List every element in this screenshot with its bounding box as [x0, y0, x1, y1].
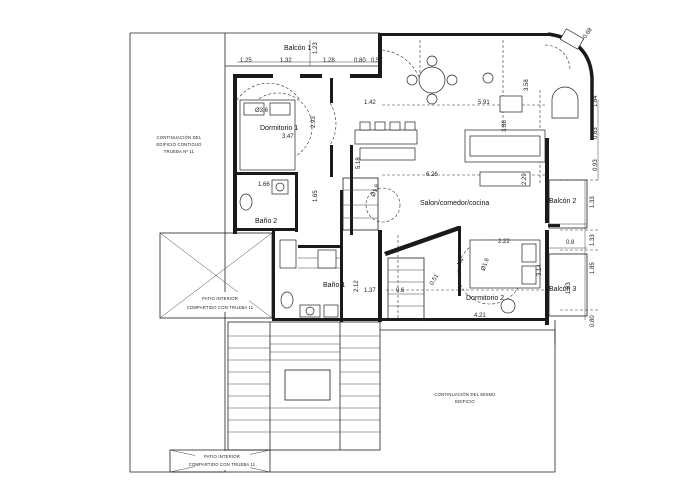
dim-top-1-23: 1.23	[313, 42, 319, 54]
dim-top-0-80: 0.80	[354, 58, 366, 64]
dim-1-65: 1.65	[313, 190, 319, 202]
patio-interior-mid: PATIO INTERIOR COMPARTIDO CON TRUEBA 11	[159, 232, 273, 319]
dim-5-91: 5.91	[478, 100, 490, 106]
circle-marks: Ø3.6 Ø1.6 Ø1.6	[255, 108, 491, 272]
dim-3-58: 3.58	[524, 79, 530, 91]
room-labels: Balcón 1 Dormitorio 1 Baño 2 Salon/comed…	[255, 45, 576, 302]
patio-mid-caption-1: PATIO INTERIOR	[202, 296, 238, 301]
dim-2-22: 2.22	[498, 239, 510, 245]
chair-dormitorio-2	[500, 298, 516, 314]
dim-1-33-b: 1.33	[590, 234, 596, 246]
toilet-bano-2	[239, 193, 253, 211]
mark-c2: Ø1.6	[371, 183, 381, 198]
dim-3-47: 3.47	[282, 134, 294, 140]
dim-1-33-a: 1.33	[590, 196, 596, 208]
tv-unit	[559, 28, 585, 50]
dim-top-1-28: 1.28	[323, 58, 335, 64]
apartment-walls	[225, 32, 594, 325]
right-building-caption-2: EDIFICIO	[455, 399, 475, 404]
label-balcon-1: Balcón 1	[284, 45, 311, 52]
dimension-labels: 1.25 1.32 1.23 1.28 0.80 0.57 1.42 5.91 …	[240, 27, 599, 327]
left-building-caption-3: TRUEBA Nº 11	[164, 149, 195, 154]
dim-0-63: 0.63	[593, 127, 599, 139]
dim-0-8: 0.8	[566, 240, 575, 246]
turning-circle-salon	[365, 187, 401, 223]
dim-0-6: 0.6	[396, 288, 405, 294]
dim-1-66: 1.66	[258, 182, 270, 188]
dim-3-14: 3.14	[537, 264, 543, 276]
armchair	[551, 86, 579, 119]
label-bano-2: Baño 2	[255, 218, 277, 225]
label-dormitorio-1: Dormitorio 1	[260, 125, 298, 132]
dim-0-93: 0.93	[593, 159, 599, 171]
dim-0-51: 0.51	[429, 273, 440, 287]
patio-interior-bottom: PATIO INTERIOR COMPARTIDO CON TRUEBA 11	[169, 449, 271, 473]
dim-0-80-b: 0.80	[590, 315, 596, 327]
furniture	[239, 28, 585, 318]
label-balcon-3: Balcón 3	[549, 286, 576, 293]
left-building-block: CONTINUACIÓN DEL EDIFICIO CONTIGUO TRUEB…	[156, 135, 202, 154]
dim-2-93: 2.93	[311, 116, 317, 128]
stairwell	[227, 321, 381, 451]
dim-top-1-32: 1.32	[280, 58, 292, 64]
right-building-caption-1: CONTINUACIÓN DEL MISMO	[434, 392, 496, 397]
dim-top-1-25: 1.25	[240, 58, 252, 64]
label-balcon-2: Balcón 2	[549, 198, 576, 205]
right-building-block: CONTINUACIÓN DEL MISMO EDIFICIO	[434, 392, 496, 404]
dim-5-18: 5.18	[356, 157, 362, 169]
shower-bano-1	[279, 239, 297, 269]
mark-c1: Ø3.6	[255, 108, 269, 114]
dim-6-26: 6.26	[426, 172, 438, 178]
patio-bottom-caption-2: COMPARTIDO CON TRUEBA 11	[189, 462, 256, 467]
patio-bottom-caption-1: PATIO INTERIOR	[204, 454, 240, 459]
toilet-bano-1	[280, 291, 294, 309]
dim-top-0-57: 0.57	[371, 58, 383, 64]
label-dormitorio-2: Dormitorio 2	[466, 295, 504, 302]
kitchen-counter	[354, 129, 418, 145]
island	[359, 147, 416, 161]
dim-1-85: 1.85	[590, 262, 596, 274]
dim-1-42: 1.42	[364, 100, 376, 106]
dim-2-29: 2.29	[522, 173, 528, 185]
dim-4-21: 4.21	[474, 313, 486, 319]
dim-2-12: 2.12	[354, 280, 360, 292]
dim-1-84: 1.84	[593, 95, 599, 107]
left-building-caption-1: CONTINUACIÓN DEL	[157, 135, 202, 140]
dim-1-4: 1.4	[456, 257, 466, 268]
coffee-table	[479, 171, 531, 187]
left-building-caption-2: EDIFICIO CONTIGUO	[156, 142, 202, 147]
dim-1-83: 1.83	[566, 282, 572, 294]
dim-3-86: 3.86	[502, 120, 508, 132]
dining-table	[418, 66, 446, 94]
dim-1-37: 1.37	[364, 288, 376, 294]
patio-mid-caption-2: COMPARTIDO CON TRUEBA 11	[187, 305, 254, 310]
mark-c3: Ø1.6	[481, 257, 491, 272]
dim-0-68: 0.68	[582, 27, 594, 41]
label-bano-1: Baño 1	[323, 282, 345, 289]
label-salon: Salon/comedor/cocina	[420, 200, 489, 207]
